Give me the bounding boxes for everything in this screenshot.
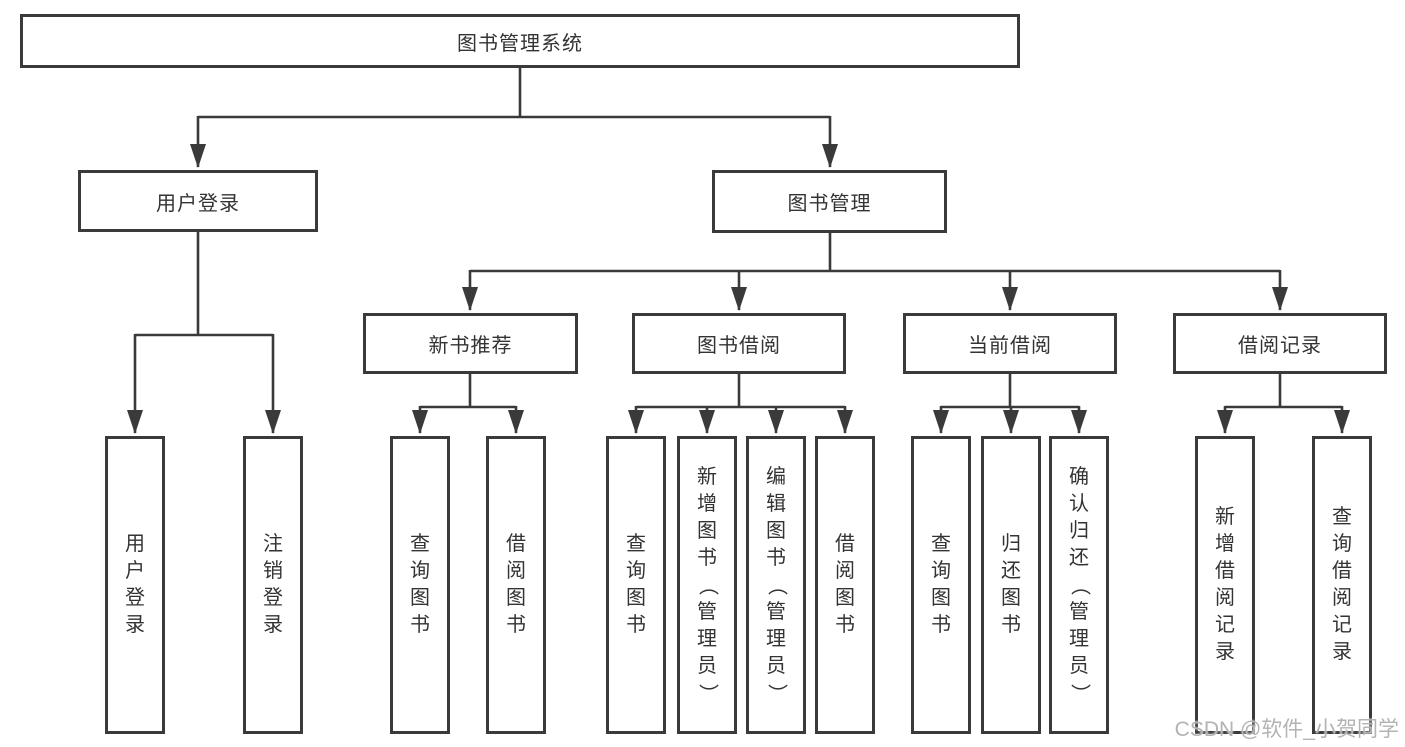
leaf-label: 确认归还（管理员） bbox=[1068, 465, 1091, 704]
leaf-query-books-2: 查询图书 bbox=[606, 436, 666, 734]
node-current-borrow: 当前借阅 bbox=[903, 313, 1117, 374]
watermark: CSDN @软件_小贺同学 bbox=[1174, 718, 1399, 741]
leaf-label: 归还图书 bbox=[1001, 533, 1021, 636]
leaf-add-borrow-record: 新增借阅记录 bbox=[1195, 436, 1255, 734]
leaf-confirm-return-admin: 确认归还（管理员） bbox=[1049, 436, 1109, 734]
leaf-borrow-books-2: 借阅图书 bbox=[815, 436, 875, 734]
root-node: 图书管理系统 bbox=[20, 14, 1020, 68]
leaf-label: 新增图书（管理员） bbox=[696, 465, 719, 704]
leaf-label: 编辑图书（管理员） bbox=[765, 465, 788, 704]
node-book-management: 图书管理 bbox=[712, 170, 947, 233]
node-user-login: 用户登录 bbox=[78, 170, 318, 232]
leaf-label: 用户登录 bbox=[125, 533, 145, 636]
leaf-query-books-3: 查询图书 bbox=[911, 436, 971, 734]
node-new-book-recommend: 新书推荐 bbox=[363, 313, 578, 374]
leaf-borrow-books-1: 借阅图书 bbox=[486, 436, 546, 734]
leaf-user-login: 用户登录 bbox=[105, 436, 165, 734]
leaf-edit-book-admin: 编辑图书（管理员） bbox=[746, 436, 806, 734]
leaf-query-books-1: 查询图书 bbox=[390, 436, 450, 734]
leaf-label: 查询图书 bbox=[626, 533, 646, 636]
leaf-label: 新增借阅记录 bbox=[1215, 506, 1235, 663]
node-book-borrow: 图书借阅 bbox=[632, 313, 846, 374]
leaf-label: 借阅图书 bbox=[506, 533, 526, 636]
leaf-add-book-admin: 新增图书（管理员） bbox=[677, 436, 737, 734]
leaf-label: 查询图书 bbox=[931, 533, 951, 636]
leaf-label: 借阅图书 bbox=[835, 533, 855, 636]
leaf-label: 注销登录 bbox=[263, 533, 283, 636]
leaf-logout: 注销登录 bbox=[243, 436, 303, 734]
leaf-label: 查询图书 bbox=[410, 533, 430, 636]
leaf-query-borrow-record: 查询借阅记录 bbox=[1312, 436, 1372, 734]
leaf-return-books: 归还图书 bbox=[981, 436, 1041, 734]
leaf-label: 查询借阅记录 bbox=[1332, 506, 1352, 663]
node-borrow-records: 借阅记录 bbox=[1173, 313, 1387, 374]
